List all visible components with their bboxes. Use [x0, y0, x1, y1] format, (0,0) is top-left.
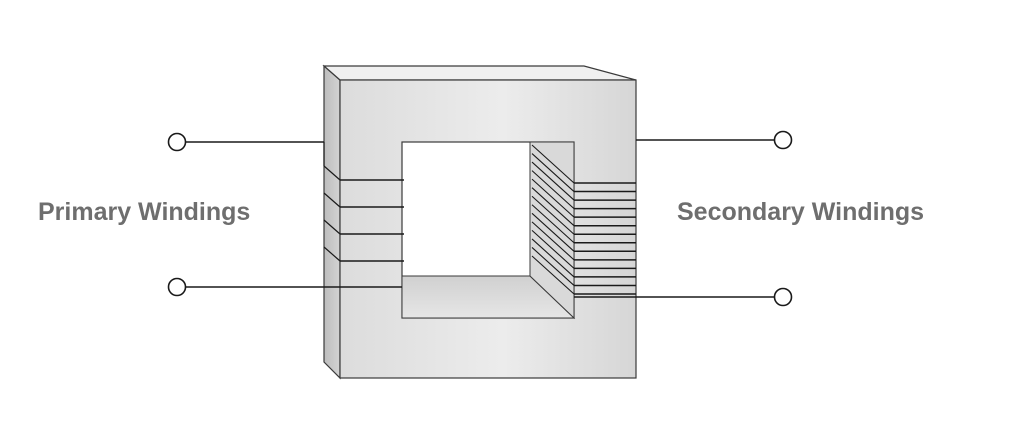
- secondary-winding-wrap: [531, 195, 575, 235]
- terminal-circle-icon: [773, 287, 793, 307]
- terminal-circle-icon: [773, 130, 793, 150]
- terminal-circle-icon: [167, 132, 187, 152]
- secondary-winding-wrap: [531, 170, 575, 210]
- secondary-winding-wrap: [531, 238, 575, 278]
- primary-windings: [323, 142, 404, 262]
- primary-winding-wrap: [323, 219, 341, 235]
- secondary-winding-wrap: [531, 212, 575, 252]
- core-window-right-bevel: [529, 141, 575, 320]
- core-top-face: [322, 65, 637, 81]
- primary-winding-wrap: [323, 192, 341, 208]
- secondary-winding-wrap: [531, 144, 575, 184]
- secondary-winding-wrap: [531, 247, 575, 286]
- secondary-winding-wrap: [531, 255, 575, 295]
- primary-winding-wrap: [323, 246, 341, 262]
- primary-windings-label: Primary Windings: [38, 198, 251, 226]
- secondary-winding-wrap: [531, 161, 575, 201]
- terminal-circle-icon: [167, 277, 187, 297]
- secondary-winding-wrap: [531, 204, 575, 244]
- secondary-winding-wrap: [531, 153, 575, 192]
- secondary-winding-wrap: [531, 187, 575, 227]
- secondary-winding-wrap: [531, 229, 575, 269]
- secondary-winding-wrap: [531, 178, 575, 218]
- secondary-windings-label: Secondary Windings: [677, 198, 925, 226]
- secondary-windings: [531, 144, 636, 295]
- secondary-winding-wrap: [531, 221, 575, 261]
- primary-winding-wrap: [323, 165, 341, 181]
